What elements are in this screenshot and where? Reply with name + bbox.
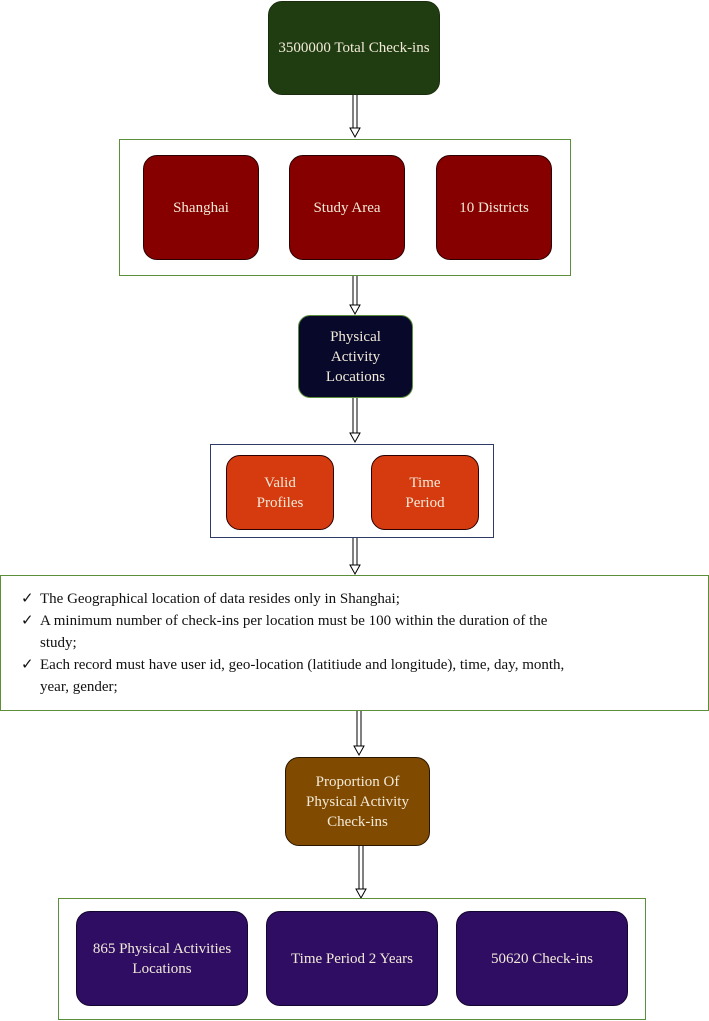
arrow-down-icon <box>349 276 361 316</box>
criterion-item: ✓ The Geographical location of data resi… <box>21 588 688 610</box>
criteria-box: ✓ The Geographical location of data resi… <box>0 575 709 711</box>
result-label: 50620 Check-ins <box>490 950 594 967</box>
criterion-text: A minimum number of check-ins per locati… <box>40 613 548 651</box>
criterion-item: ✓ A minimum number of check-ins per loca… <box>21 610 688 654</box>
checkmark-icon: ✓ <box>21 591 34 607</box>
proportion-node: Proportion Of Physical Activity Check-in… <box>285 757 430 846</box>
filters-frame <box>210 444 494 538</box>
study-item-shanghai: Shanghai <box>143 155 259 260</box>
total-checkins-label: 3500000 Total Check-ins <box>278 40 430 56</box>
result-locations: 865 Physical Activities Locations <box>76 911 248 1006</box>
filter-time-period: Time Period <box>371 455 479 530</box>
pa-locations-label: Physical Activity Locations <box>325 328 386 385</box>
study-item-districts: 10 Districts <box>436 155 552 260</box>
checkmark-icon: ✓ <box>21 657 34 673</box>
arrow-down-icon <box>349 398 361 444</box>
total-checkins-node: 3500000 Total Check-ins <box>268 1 440 95</box>
result-label: 865 Physical Activities Locations <box>92 940 232 977</box>
criterion-item: ✓ Each record must have user id, geo-loc… <box>21 654 688 698</box>
checkmark-icon: ✓ <box>21 613 34 629</box>
arrow-down-icon <box>349 538 361 576</box>
filter-label: Time Period <box>405 474 445 511</box>
result-time-period: Time Period 2 Years <box>266 911 438 1006</box>
result-checkins: 50620 Check-ins <box>456 911 628 1006</box>
filter-valid-profiles: Valid Profiles <box>226 455 334 530</box>
study-item-label: Shanghai <box>173 199 229 216</box>
arrow-down-icon <box>355 846 367 900</box>
study-item-label: 10 Districts <box>459 199 529 216</box>
study-area-frame <box>119 139 571 276</box>
filter-label: Valid Profiles <box>256 474 304 511</box>
arrow-down-icon <box>353 711 365 757</box>
proportion-label: Proportion Of Physical Activity Check-in… <box>306 773 409 830</box>
result-label: Time Period 2 Years <box>291 950 413 967</box>
pa-locations-node: Physical Activity Locations <box>298 315 413 398</box>
criterion-text: The Geographical location of data reside… <box>40 591 400 607</box>
study-item-label: Study Area <box>313 199 381 216</box>
study-item-study-area: Study Area <box>289 155 405 260</box>
criterion-text: Each record must have user id, geo-locat… <box>40 657 565 695</box>
arrow-down-icon <box>349 95 361 139</box>
results-frame <box>58 898 646 1020</box>
